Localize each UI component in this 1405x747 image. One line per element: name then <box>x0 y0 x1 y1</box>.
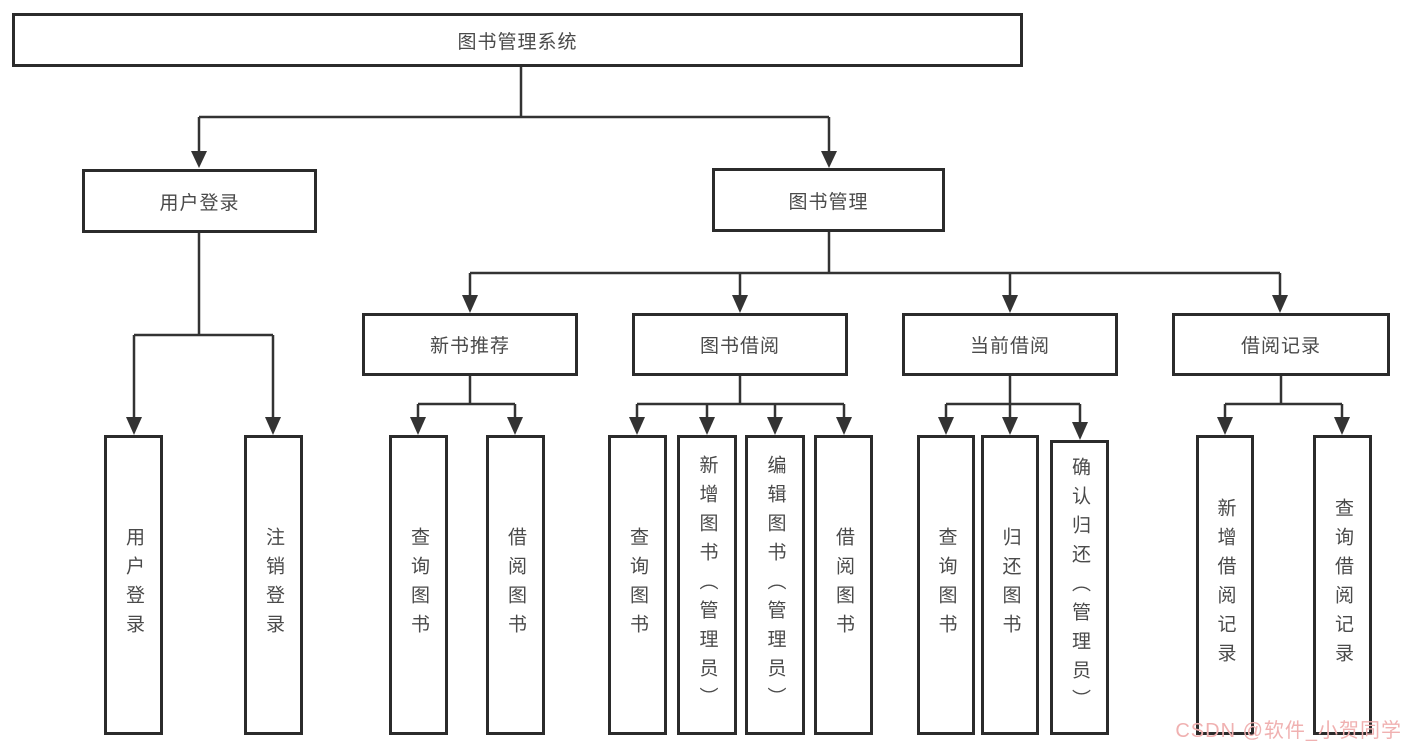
node-book-management: 图书管理 <box>712 168 945 232</box>
node-book-borrow-label: 图书借阅 <box>699 336 780 357</box>
node-current-borrow: 当前借阅 <box>902 313 1118 376</box>
leaf-confirm-return-admin: 确认归还（管理员） <box>1050 440 1109 735</box>
leaf-user-login: 用户登录 <box>104 435 163 735</box>
leaf-query-books-recommend-label: 查询图书 <box>408 527 429 643</box>
leaf-borrow-books-label: 借阅图书 <box>833 527 854 643</box>
node-book-borrow: 图书借阅 <box>632 313 848 376</box>
leaf-borrow-books-recommend-label: 借阅图书 <box>505 527 526 643</box>
leaf-confirm-return-admin-label: 确认归还（管理员） <box>1069 457 1090 718</box>
node-user-login-group: 用户登录 <box>82 169 317 233</box>
leaf-edit-book-admin-label: 编辑图书（管理员） <box>764 454 786 716</box>
leaf-query-books-current: 查询图书 <box>917 435 975 735</box>
leaf-borrow-books-recommend: 借阅图书 <box>486 435 545 735</box>
leaf-query-books-borrow: 查询图书 <box>608 435 667 735</box>
node-user-login-group-label: 用户登录 <box>159 192 240 214</box>
node-new-book-recommend: 新书推荐 <box>362 313 578 376</box>
node-borrow-records-label: 借阅记录 <box>1240 336 1321 357</box>
leaf-return-book-label: 归还图书 <box>999 527 1021 643</box>
leaf-logout: 注销登录 <box>244 435 303 735</box>
node-book-management-label: 图书管理 <box>788 191 869 213</box>
leaf-user-login-label: 用户登录 <box>123 527 144 643</box>
leaf-query-borrow-record: 查询借阅记录 <box>1313 435 1372 735</box>
node-root: 图书管理系统 <box>12 13 1023 67</box>
leaf-add-borrow-record-label: 新增借阅记录 <box>1214 498 1236 672</box>
leaf-borrow-books: 借阅图书 <box>814 435 873 735</box>
leaf-edit-book-admin: 编辑图书（管理员） <box>745 435 805 735</box>
leaf-return-book: 归还图书 <box>981 435 1039 735</box>
leaf-add-book-admin: 新增图书（管理员） <box>677 435 737 735</box>
leaf-query-borrow-record-label: 查询借阅记录 <box>1332 498 1353 672</box>
node-root-label: 图书管理系统 <box>457 31 578 53</box>
csdn-watermark: CSDN @软件_小贺同学 <box>1175 720 1402 742</box>
leaf-add-book-admin-label: 新增图书（管理员） <box>696 454 718 716</box>
leaf-add-borrow-record: 新增借阅记录 <box>1196 435 1254 735</box>
leaf-query-books-recommend: 查询图书 <box>389 435 448 735</box>
leaf-query-books-current-label: 查询图书 <box>935 527 957 643</box>
node-borrow-records: 借阅记录 <box>1172 313 1390 376</box>
node-new-book-recommend-label: 新书推荐 <box>429 336 510 357</box>
arrowhead-icons <box>126 151 1350 440</box>
node-current-borrow-label: 当前借阅 <box>969 336 1050 357</box>
leaf-query-books-borrow-label: 查询图书 <box>627 527 648 643</box>
leaf-logout-label: 注销登录 <box>263 527 284 643</box>
